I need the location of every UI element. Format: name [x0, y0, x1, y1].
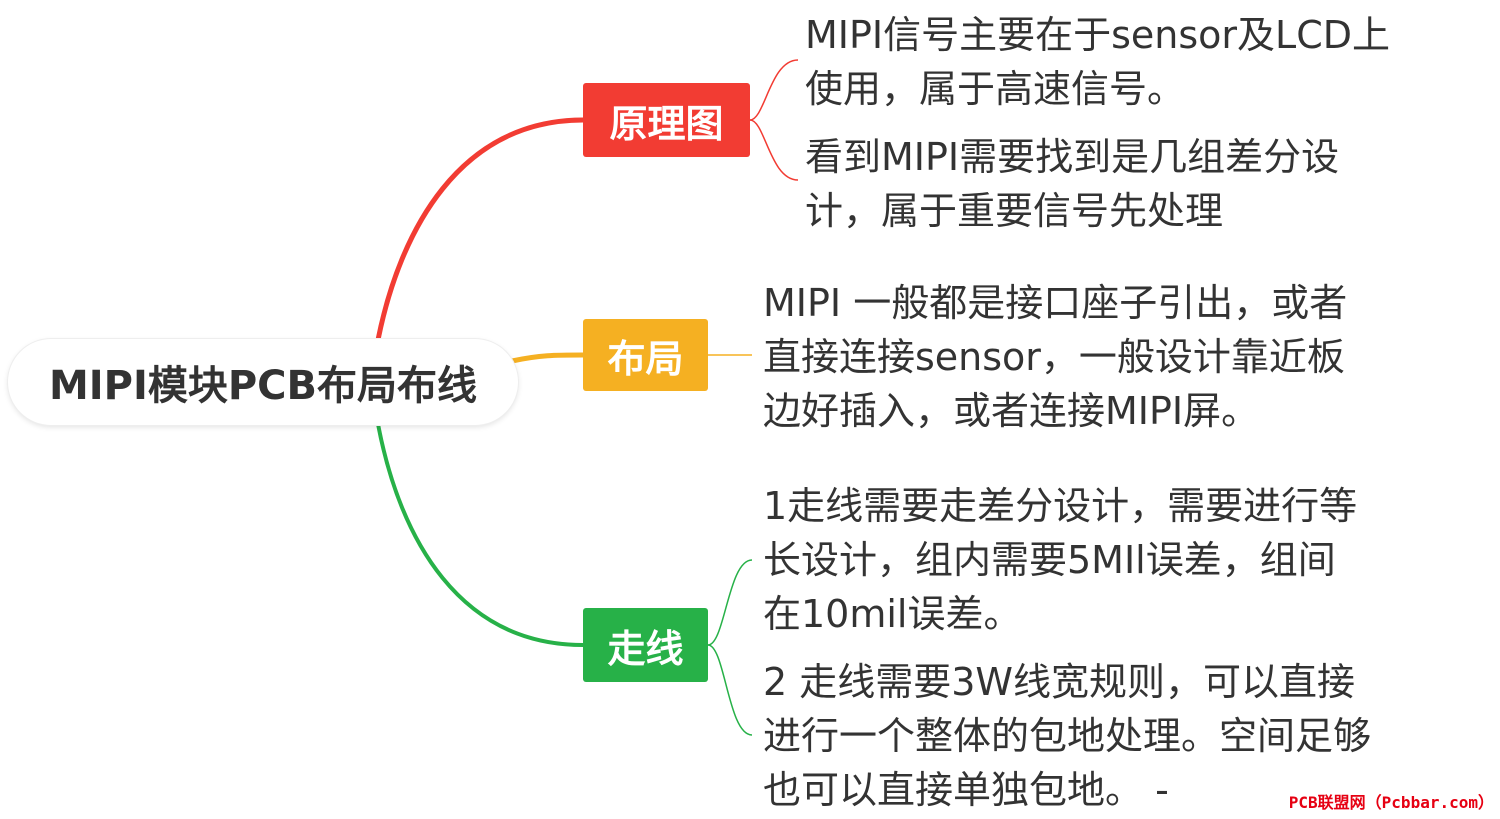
leaf-line: 也可以直接单独包地。 - — [763, 768, 1169, 812]
leaf-layout-1[interactable]: MIPI 一般都是接口座子引出，或者 直接连接sensor，一般设计靠近板 边好… — [763, 276, 1347, 438]
branch-layout[interactable]: 布局 — [583, 319, 708, 391]
connector-root-to-layout — [509, 352, 586, 364]
leaf-line: 在10mil误差。 — [763, 592, 1022, 636]
connector-root-to-schematic — [375, 117, 586, 343]
branch-schematic-label: 原理图 — [609, 101, 724, 146]
connector-routing-leaf-2 — [707, 644, 753, 736]
leaf-routing-2[interactable]: 2 走线需要3W线宽规则，可以直接 进行一个整体的包地处理。空间足够 也可以直接… — [763, 655, 1371, 817]
leaf-line: 使用，属于高速信号。 — [805, 67, 1186, 111]
root-topic[interactable]: MIPI模块PCB布局布线 — [8, 339, 518, 425]
branch-schematic[interactable]: 原理图 — [583, 83, 750, 157]
leaf-line: 看到MIPI需要找到是几组差分设 — [805, 135, 1340, 179]
leaf-schematic-1[interactable]: MIPI信号主要在于sensor及LCD上 使用，属于高速信号。 — [805, 8, 1390, 116]
leaf-line: MIPI信号主要在于sensor及LCD上 — [805, 13, 1391, 57]
branch-layout-label: 布局 — [607, 336, 684, 381]
watermark-text: PCB联盟网（Pcbbar.com） — [1288, 793, 1494, 812]
connector-routing-leaf-1 — [707, 559, 753, 646]
connector-root-to-routing — [376, 422, 585, 647]
branch-routing[interactable]: 走线 — [583, 608, 708, 682]
leaf-line: 边好插入，或者连接MIPI屏。 — [763, 389, 1260, 433]
leaf-line: 进行一个整体的包地处理。空间足够 — [763, 714, 1372, 758]
leaf-line: 计，属于重要信号先处理 — [805, 189, 1224, 233]
leaf-schematic-2[interactable]: 看到MIPI需要找到是几组差分设 计，属于重要信号先处理 — [805, 130, 1339, 238]
leaf-line: 1走线需要走差分设计，需要进行等 — [763, 484, 1358, 528]
branch-routing-label: 走线 — [607, 626, 684, 671]
connector-schematic-leaf-1 — [749, 59, 799, 121]
leaf-line: 直接连接sensor，一般设计靠近板 — [763, 335, 1345, 379]
leaf-line: MIPI 一般都是接口座子引出，或者 — [763, 281, 1348, 325]
leaf-line: 2 走线需要3W线宽规则，可以直接 — [763, 660, 1356, 704]
root-topic-label: MIPI模块PCB布局布线 — [48, 363, 478, 409]
connector-schematic-leaf-2 — [749, 119, 799, 181]
leaf-routing-1[interactable]: 1走线需要走差分设计，需要进行等 长设计，组内需要5MIl误差，组间 在10mi… — [763, 479, 1357, 641]
leaf-line: 长设计，组内需要5MIl误差，组间 — [763, 538, 1336, 582]
